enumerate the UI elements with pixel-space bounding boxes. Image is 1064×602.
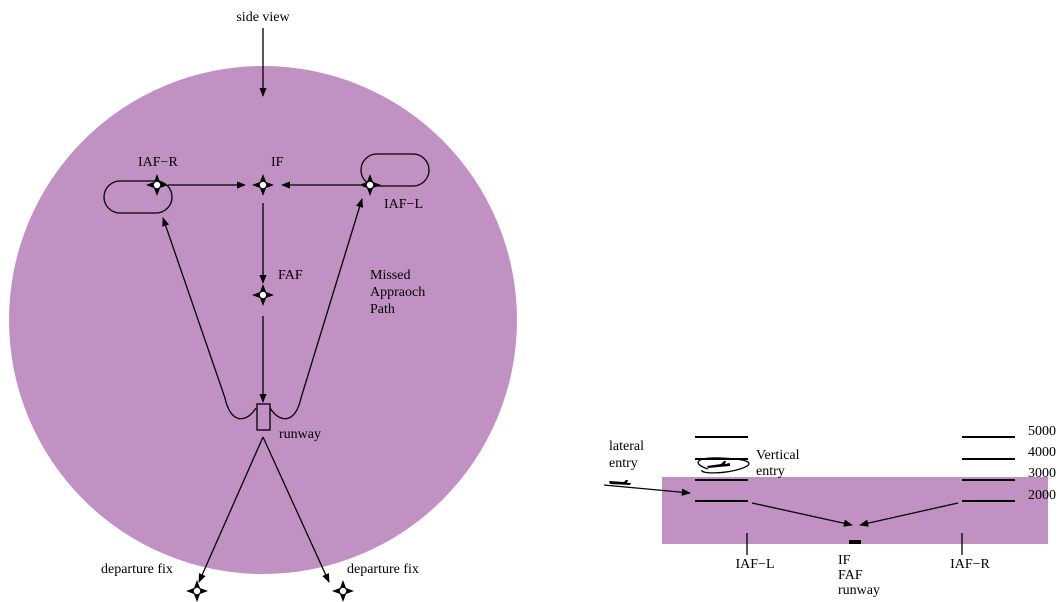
altitude-label-2000: 2000: [1028, 488, 1056, 503]
side-view-runway-marker: [849, 540, 861, 544]
if-label: IF: [271, 155, 284, 170]
iaf-r-label: IAF−R: [138, 155, 178, 170]
lateral-entry-aircraft-icon: [609, 480, 631, 485]
side-iaf-l-label: IAF−L: [735, 557, 774, 572]
missed-approach-line-3: Path: [370, 302, 395, 317]
side-center-line-1: IF: [838, 553, 851, 568]
departure-fix-right-icon: [332, 580, 354, 602]
vertical-entry-spiral: [697, 457, 750, 474]
plan-view: side view IAF−R IF IAF−L FAF Missed: [9, 10, 517, 602]
iaf-r-descent-arrow: [859, 502, 959, 527]
altitude-label-5000: 5000: [1028, 424, 1056, 439]
departure-right-arrow: [262, 436, 330, 583]
departure-fix-left-label: departure fix: [101, 562, 173, 577]
departure-fix-right-label: departure fix: [347, 562, 419, 577]
missed-approach-left-path: [162, 217, 257, 420]
departure-left-arrow: [198, 436, 264, 583]
side-center-label: IF FAF runway: [838, 553, 880, 598]
side-center-line-3: runway: [838, 583, 880, 598]
side-view-airspace: [662, 477, 1048, 544]
missed-approach-line-1: Missed: [370, 268, 410, 283]
vertical-entry-label: Vertical entry: [756, 448, 803, 479]
side-center-line-2: FAF: [838, 568, 863, 583]
iaf-l-holding-pattern: [360, 153, 430, 187]
iaf-l-label: IAF−L: [384, 197, 423, 212]
lateral-entry-line-1: lateral: [609, 439, 644, 454]
side-view: 5000 4000 3000 2000 lateral entry Vertic…: [603, 424, 1056, 598]
iaf-r-holding-pattern: [103, 180, 173, 214]
altitude-label-4000: 4000: [1028, 445, 1056, 460]
departure-fix-left-icon: [186, 580, 208, 602]
missed-approach-line-2: Appraoch: [370, 285, 425, 300]
lateral-entry-line-2: entry: [609, 456, 638, 471]
altitude-label-3000: 3000: [1028, 466, 1056, 481]
lateral-entry-label: lateral entry: [609, 439, 647, 471]
lateral-entry-arrow: [603, 484, 691, 496]
missed-approach-right-path: [269, 198, 364, 420]
side-view-label: side view: [236, 10, 290, 25]
vertical-entry-line-2: entry: [756, 464, 785, 479]
iaf-l-descent-arrow: [751, 502, 853, 527]
vertical-entry-line-1: Vertical: [756, 448, 800, 463]
missed-approach-label: Missed Appraoch Path: [370, 268, 429, 317]
runway-label: runway: [279, 427, 321, 442]
vertical-entry-aircraft-icon: [707, 461, 730, 468]
side-iaf-r-label: IAF−R: [950, 557, 990, 572]
runway-rect: [256, 403, 271, 431]
faf-label: FAF: [278, 268, 303, 283]
